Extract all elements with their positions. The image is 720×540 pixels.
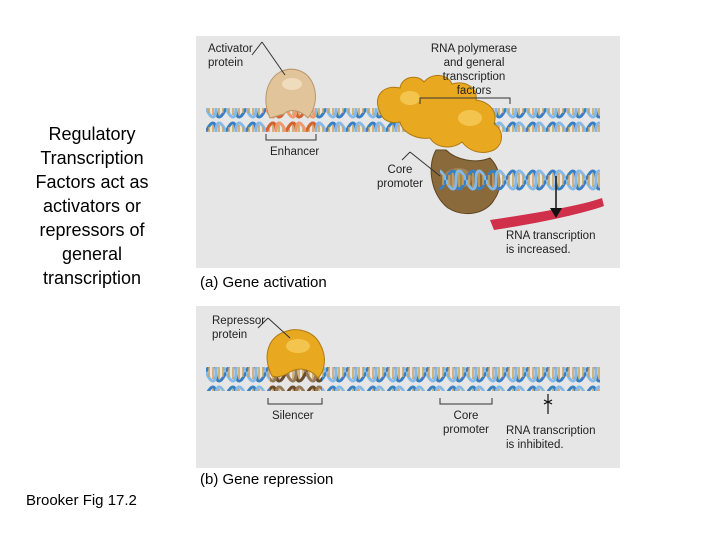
pol-bracket <box>419 97 511 104</box>
rna-transcript <box>490 198 604 230</box>
rna-increased-label: RNA transcription is increased. <box>506 230 596 256</box>
panel-gene-activation <box>196 36 620 268</box>
dna-strand-b <box>206 367 600 391</box>
silencer-bracket <box>267 398 323 405</box>
slide-title: Regulatory Transcription Factors act as … <box>35 124 149 288</box>
repressor-label: Repressor protein <box>212 315 266 341</box>
silencer-label: Silencer <box>272 410 314 422</box>
figure-credit: Brooker Fig 17.2 <box>26 492 137 509</box>
core-promoter-label-a: Core promoter <box>376 164 424 190</box>
rna-inhibited-label: RNA transcription is inhibited. <box>506 425 596 451</box>
core-promoter-leader-a <box>401 151 411 161</box>
core-promoter-bracket-b <box>439 398 493 405</box>
activator-leader <box>251 41 263 56</box>
caption-gene-activation: (a) Gene activation <box>200 274 327 291</box>
enhancer-label: Enhancer <box>270 146 320 158</box>
core-promoter-label-b: Core promoter <box>442 410 490 436</box>
dna-strand-a-lower <box>440 168 600 192</box>
activator-protein <box>265 68 316 119</box>
rna-polymerase-complex <box>377 75 502 215</box>
repressor-protein <box>266 329 325 379</box>
activator-label: Activator protein <box>208 43 253 69</box>
repressor-leader <box>257 317 269 329</box>
rna-polymerase-label: RNA polymerase and general transcription… <box>430 43 518 97</box>
enhancer-bracket <box>265 134 317 141</box>
caption-gene-repression: (b) Gene repression <box>200 471 334 488</box>
